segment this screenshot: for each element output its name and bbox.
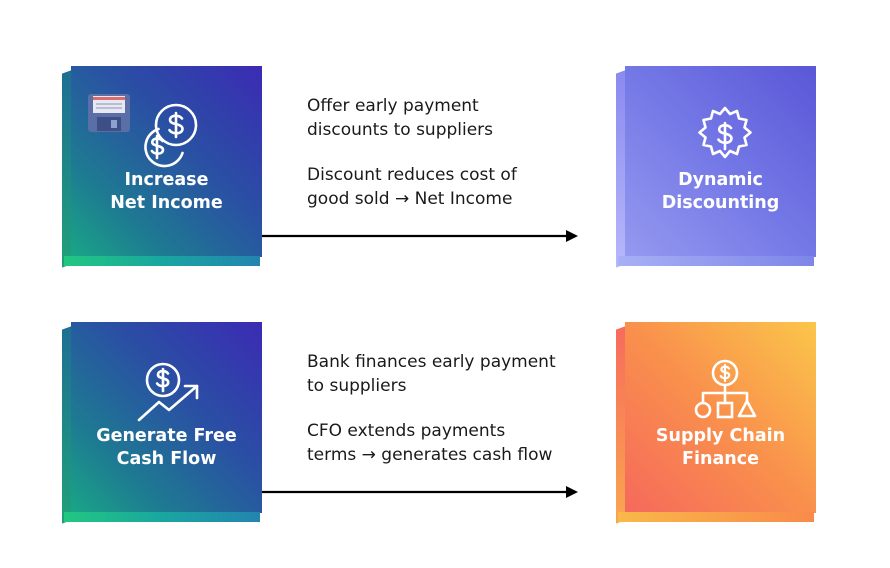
arrow-row-2 bbox=[262, 486, 578, 498]
box-side-bottom bbox=[618, 256, 814, 266]
box-face: Generate Free Cash Flow bbox=[71, 322, 262, 513]
description-line: good sold → Net Income bbox=[307, 188, 513, 209]
description-line: Offer early payment bbox=[307, 96, 479, 116]
box-label-line: Supply Chain bbox=[655, 426, 786, 446]
box-label-line: Generate Free bbox=[96, 426, 237, 446]
generate-free-cash-flow-box: Generate Free Cash Flow bbox=[62, 322, 262, 524]
description-line: to suppliers bbox=[307, 375, 407, 396]
dollar-hierarchy-icon bbox=[694, 359, 757, 419]
description-line: discounts to suppliers bbox=[307, 119, 494, 140]
box-label: Generate Free Cash Flow bbox=[96, 425, 237, 471]
coins-dollar-icon bbox=[144, 103, 198, 168]
description-line: Bank finances early payment bbox=[307, 352, 556, 372]
description-line: Discount reduces cost of bbox=[307, 165, 517, 185]
box-face: Increase Net Income bbox=[71, 66, 262, 257]
box-label-line: Increase bbox=[124, 170, 209, 190]
box-face: Supply Chain Finance bbox=[625, 322, 816, 513]
box-side-bottom bbox=[64, 512, 260, 522]
dollar-growth-arrow-icon bbox=[137, 362, 199, 422]
box-label-line: Cash Flow bbox=[116, 449, 217, 469]
row-2-description: Bank finances early payment to suppliers… bbox=[307, 351, 607, 467]
box-label: Supply Chain Finance bbox=[656, 425, 785, 471]
box-face: Dynamic Discounting bbox=[625, 66, 816, 257]
save-icon bbox=[88, 94, 130, 132]
increase-net-income-box: Increase Net Income bbox=[62, 66, 262, 268]
dynamic-discounting-box: Dynamic Discounting bbox=[616, 66, 816, 268]
box-side-bottom bbox=[64, 256, 260, 266]
description-line: CFO extends payments bbox=[307, 421, 506, 441]
row-1-description: Offer early payment discounts to supplie… bbox=[307, 95, 607, 211]
box-label-line: Net Income bbox=[110, 193, 223, 213]
box-label: Increase Net Income bbox=[110, 169, 222, 215]
box-label-line: Dynamic bbox=[678, 170, 763, 190]
arrow-row-1 bbox=[262, 230, 578, 242]
box-label-line: Finance bbox=[682, 449, 759, 469]
box-side-bottom bbox=[618, 512, 814, 522]
description-line: terms → generates cash flow bbox=[307, 444, 553, 465]
supply-chain-finance-box: Supply Chain Finance bbox=[616, 322, 816, 524]
box-label: Dynamic Discounting bbox=[662, 169, 780, 215]
box-label-line: Discounting bbox=[661, 193, 780, 213]
dollar-gear-icon bbox=[698, 106, 752, 159]
